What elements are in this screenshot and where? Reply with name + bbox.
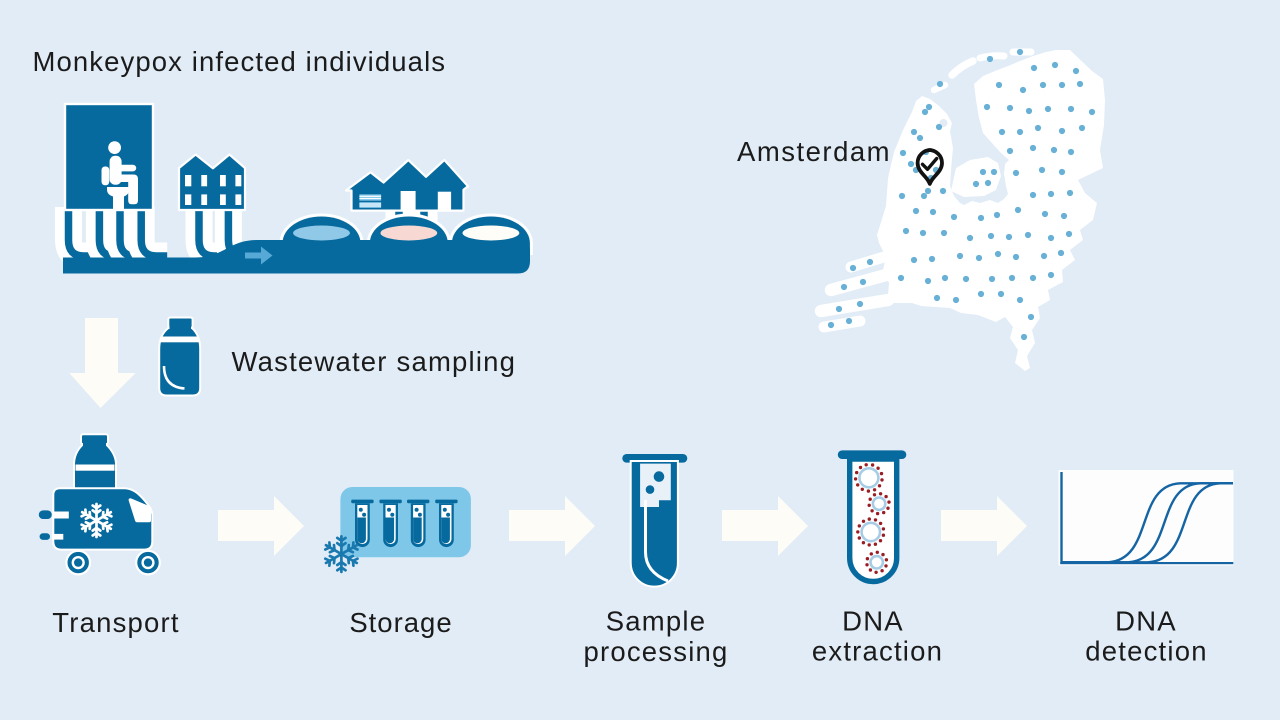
svg-text:Monkeypox infected individuals: Monkeypox infected individuals bbox=[33, 46, 447, 77]
svg-text:processing: processing bbox=[584, 636, 729, 667]
svg-text:Sample: Sample bbox=[606, 606, 706, 637]
svg-text:detection: detection bbox=[1085, 636, 1207, 667]
svg-text:Transport: Transport bbox=[52, 607, 179, 638]
svg-text:DNA: DNA bbox=[1115, 606, 1177, 637]
svg-text:Amsterdam: Amsterdam bbox=[737, 136, 891, 167]
svg-text:Storage: Storage bbox=[349, 607, 452, 638]
svg-text:DNA: DNA bbox=[842, 606, 904, 637]
svg-text:extraction: extraction bbox=[812, 636, 943, 667]
svg-text:Wastewater sampling: Wastewater sampling bbox=[232, 346, 517, 377]
